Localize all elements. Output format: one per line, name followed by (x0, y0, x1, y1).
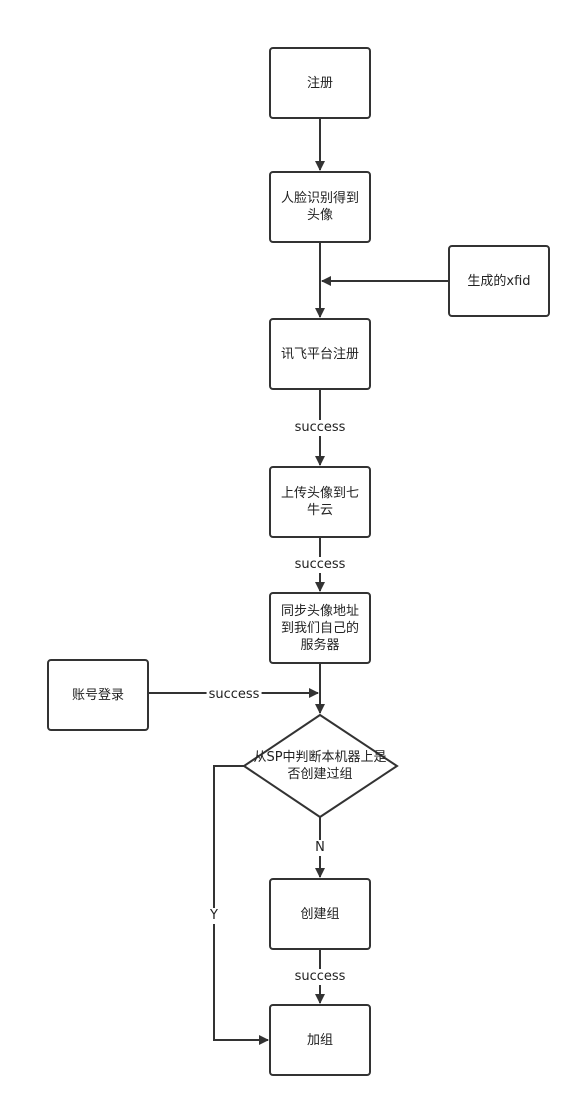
upload-qiniu-node: 上传头像到七牛云 (269, 466, 371, 538)
edge-label-success-3: success (292, 969, 348, 985)
face-recognition-node: 人脸识别得到头像 (269, 171, 371, 243)
edge-decision-yes-to-join (213, 765, 269, 1045)
join-group-node: 加组 (269, 1004, 371, 1076)
iflytek-register-node-label: 讯飞平台注册 (280, 346, 359, 362)
generate-xfid-node: 生成的xfid (448, 245, 550, 317)
account-login-node-label: 账号登录 (71, 687, 124, 703)
edge-label-yes: Y (208, 908, 220, 924)
upload-qiniu-node-label: 上传头像到七牛云 (280, 486, 359, 518)
create-group-node: 创建组 (269, 878, 371, 950)
edge-label-success-login: success (206, 687, 262, 703)
join-group-node-label: 加组 (306, 1032, 333, 1048)
register-node: 注册 (269, 47, 371, 119)
edge-label-success-1: success (292, 420, 348, 436)
generate-xfid-node-label: 生成的xfid (467, 273, 531, 289)
edge-label-success-2: success (292, 557, 348, 573)
account-login-node: 账号登录 (47, 659, 149, 731)
iflytek-register-node: 讯飞平台注册 (269, 318, 371, 390)
register-node-label: 注册 (306, 75, 333, 91)
edge-label-no: N (313, 840, 327, 856)
create-group-node-label: 创建组 (300, 906, 340, 922)
sync-avatar-node: 同步头像地址到我们自己的服务器 (269, 592, 371, 664)
decision-diamond (242, 713, 399, 819)
decision-node-label: 从SP中判断本机器上是否创建过组 (253, 750, 387, 782)
sync-avatar-node-label: 同步头像地址到我们自己的服务器 (280, 603, 359, 653)
face-recognition-node-label: 人脸识别得到头像 (280, 191, 359, 223)
